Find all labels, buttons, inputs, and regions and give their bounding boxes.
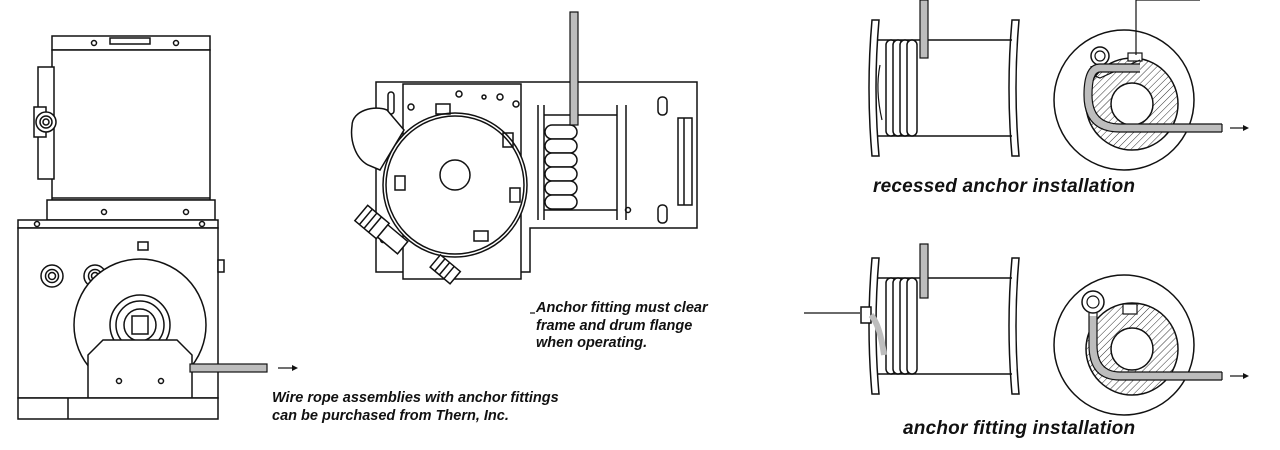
recessed-drum-side-view	[868, 19, 1020, 157]
recessed-rope-anchor	[877, 64, 883, 121]
anchor-clearance-note: Anchor fitting must clear frame and drum…	[536, 300, 708, 353]
wire-rope-purchase-note: Wire rope assemblies with anchor fitting…	[272, 390, 559, 425]
anchor-note-line-1: Anchor fitting must clear	[536, 300, 708, 316]
anchor-note-line-2: frame and drum flange	[536, 317, 693, 334]
wire-note-line-2: can be purchased from Thern, Inc.	[272, 407, 509, 424]
fitting-drum-side-view	[860, 257, 1020, 395]
winch-side-view	[17, 35, 225, 420]
wire-rope-left	[189, 363, 298, 373]
recessed-anchor-caption: recessed anchor installation	[873, 176, 1136, 197]
winch-top-view	[350, 81, 698, 285]
fitting-drum-section	[1053, 274, 1249, 416]
anchor-note-line-3: when operating.	[536, 335, 648, 351]
wire-note-line-1: Wire rope assemblies with anchor fitting…	[272, 390, 559, 406]
recessed-rope-top	[919, 0, 929, 59]
anchor-fitting-caption: anchor fitting installation	[903, 418, 1136, 439]
fitting-rope-top	[919, 243, 929, 299]
fitting-rope-anchor	[868, 312, 887, 356]
recessed-drum-section	[1053, 0, 1249, 171]
wire-rope-middle	[569, 11, 579, 126]
